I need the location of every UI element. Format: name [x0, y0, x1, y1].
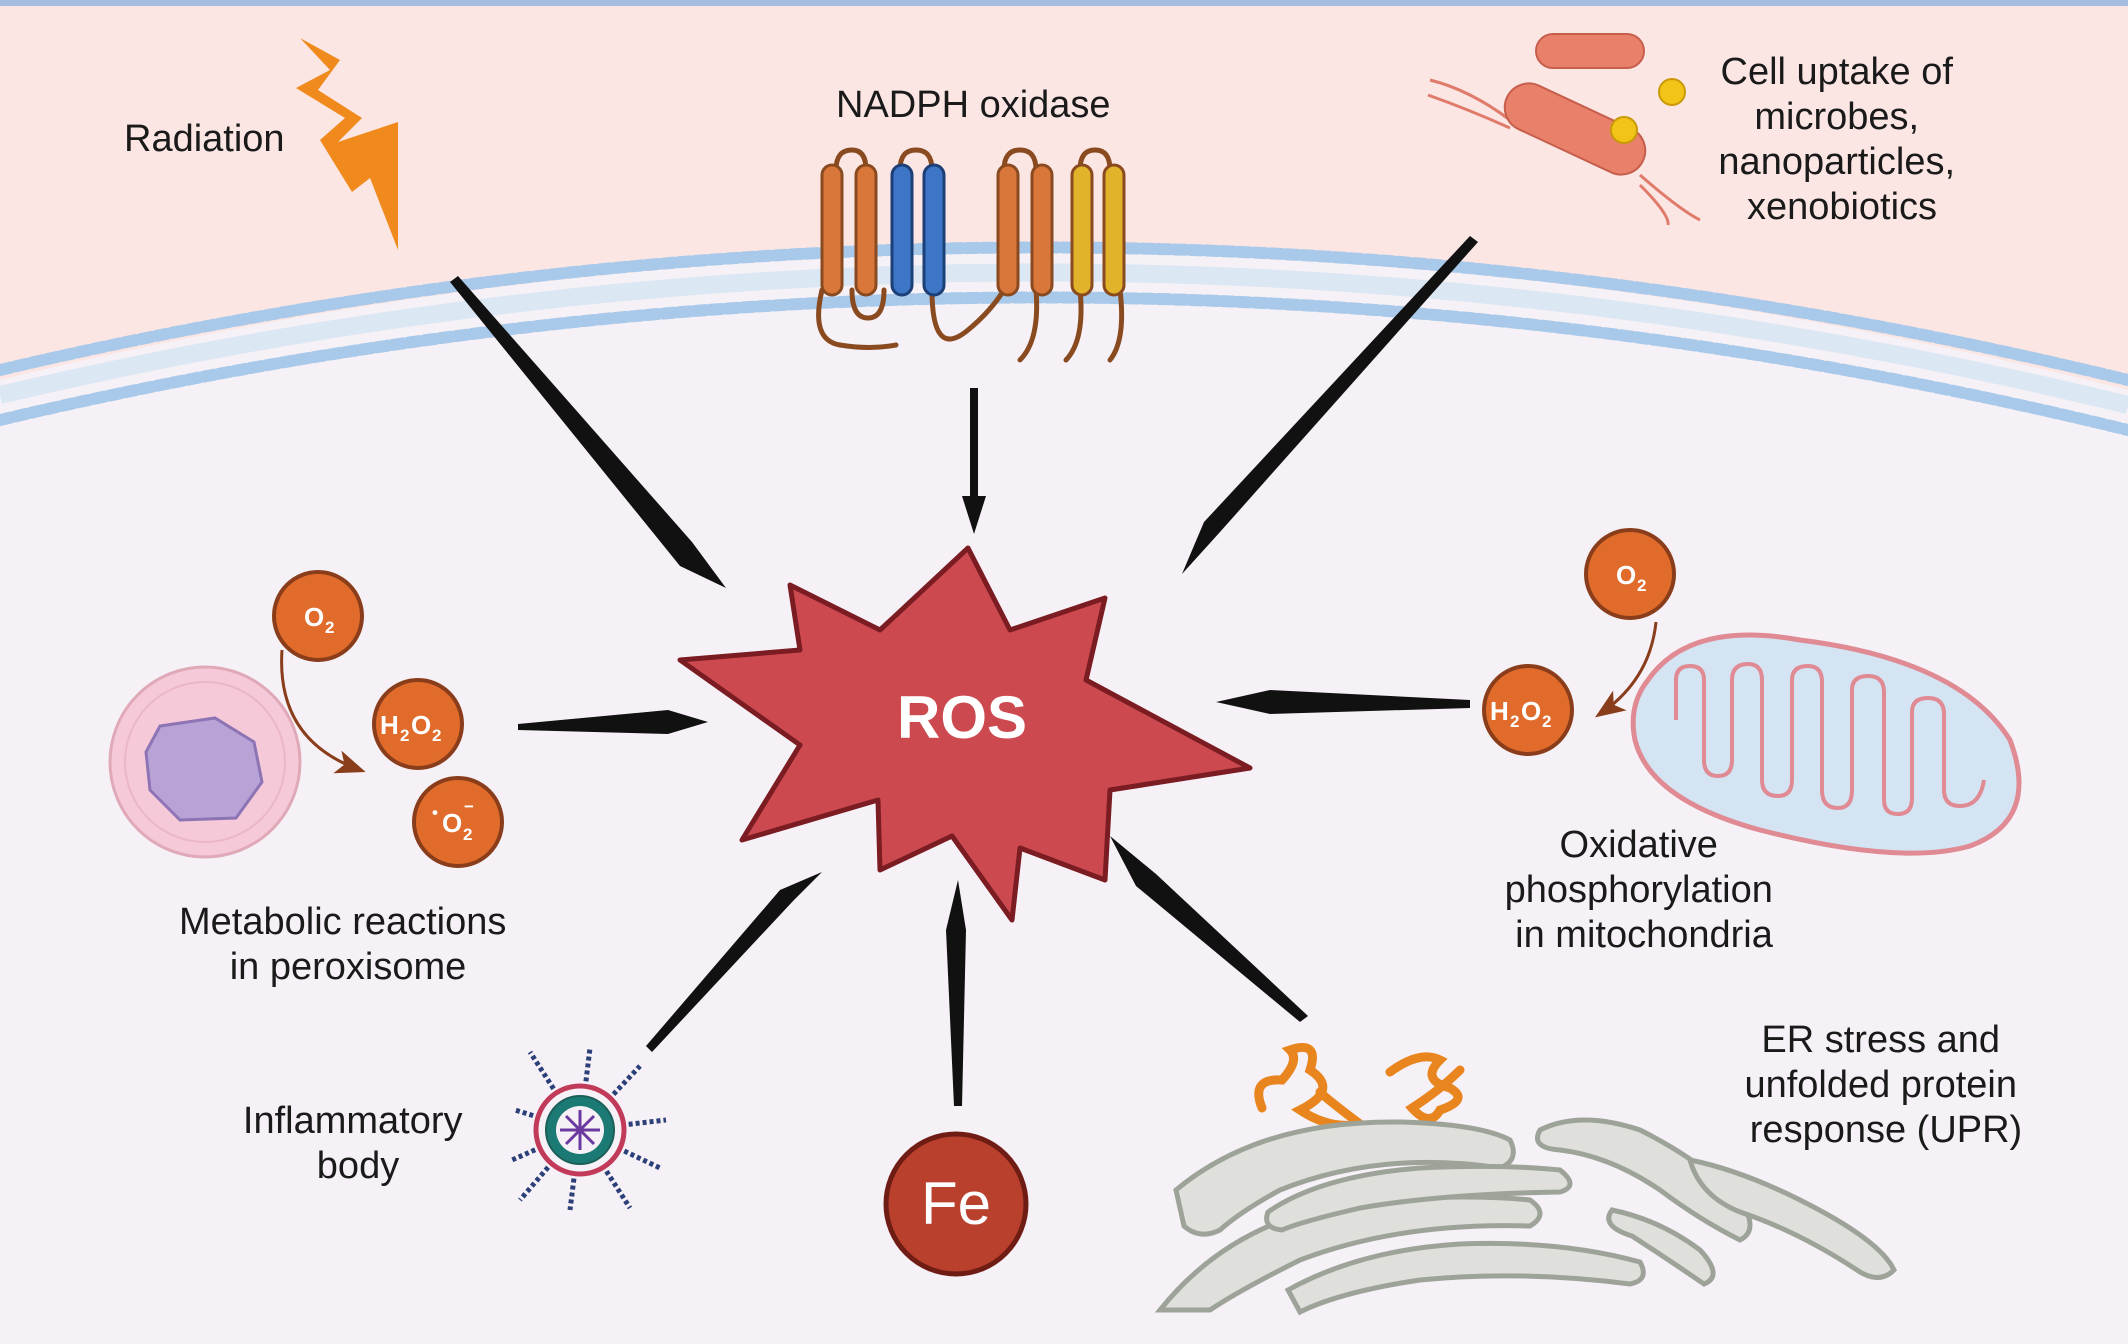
mitochondrion-icon — [1630, 632, 2022, 856]
flagellated-bacterium-icon — [1427, 78, 1701, 226]
svg-text:2: 2 — [325, 618, 334, 637]
arrow-radiation-to-ros — [450, 276, 726, 588]
iron-label: Fe — [921, 1170, 991, 1237]
svg-text:2: 2 — [1542, 712, 1551, 731]
svg-text:H: H — [380, 710, 399, 740]
svg-text:−: − — [464, 797, 474, 816]
svg-text:•: • — [432, 803, 438, 822]
arrow-mitochondria-to-ros — [1216, 690, 1470, 714]
cell-uptake-source: Cell uptake of microbes, nanoparticles, … — [1427, 33, 1965, 228]
bacterium-icon — [1535, 33, 1645, 69]
iron-icon — [883, 1131, 1029, 1277]
unfolded-protein-icon — [1254, 1043, 1465, 1130]
inflammatory-source: Inflammatory body — [243, 1047, 667, 1211]
endoplasmic-reticulum-icon — [1154, 1117, 1898, 1316]
extracellular-space — [0, 6, 2128, 390]
arrows — [450, 236, 1478, 1106]
arrow-iron-to-ros — [946, 880, 966, 1106]
ros-burst: ROS — [677, 545, 1253, 923]
radiation-label: Radiation — [124, 118, 285, 160]
svg-text:O: O — [1521, 696, 1541, 726]
arrow-er-to-ros — [1110, 836, 1308, 1022]
superoxide-molecule: • O 2 − — [412, 776, 504, 868]
svg-text:O: O — [411, 710, 431, 740]
radiation-source: Radiation — [124, 38, 398, 250]
arrow-uptake-to-ros — [1182, 236, 1478, 574]
ros-star-icon — [677, 545, 1253, 923]
o2-molecule: O 2 — [1584, 528, 1676, 620]
nanoparticle-icon — [1610, 116, 1638, 144]
svg-text:2: 2 — [400, 726, 409, 745]
mitochondria-label: Oxidative phosphorylation in mitochondri… — [1505, 824, 1784, 956]
transmembrane-protein-icon — [816, 147, 1126, 363]
cell-membrane — [0, 241, 2128, 436]
svg-text:O: O — [1616, 560, 1636, 590]
svg-text:2: 2 — [432, 726, 441, 745]
arrow-inflammatory-to-ros — [646, 872, 822, 1052]
svg-text:2: 2 — [463, 825, 472, 844]
nanoparticle-icon — [1658, 78, 1686, 106]
h2o2-molecule: H 2 O 2 — [1482, 664, 1574, 756]
svg-text:O: O — [304, 602, 324, 632]
o2-molecule: O 2 — [272, 570, 364, 662]
arrow-peroxisome-to-ros — [518, 710, 708, 734]
inflammatory-label: Inflammatory body — [243, 1100, 473, 1187]
svg-text:2: 2 — [1637, 576, 1646, 595]
arrow-nadph-to-ros — [962, 388, 986, 534]
svg-text:O: O — [442, 808, 462, 838]
ros-label: ROS — [897, 684, 1027, 751]
top-border — [0, 0, 2128, 6]
peroxisome-source: O 2 H 2 O 2 • O 2 − Metabolic reactions … — [108, 570, 517, 988]
svg-text:2: 2 — [1510, 712, 1519, 731]
nadph-label: NADPH oxidase — [836, 84, 1111, 126]
er-label: ER stress and unfolded protein response … — [1744, 1019, 2027, 1151]
svg-text:H: H — [1490, 696, 1509, 726]
peroxisome-core-icon — [144, 716, 264, 822]
peroxisome-label: Metabolic reactions in peroxisome — [179, 901, 517, 988]
mitochondria-source: O 2 H 2 O 2 Oxidative phosphorylation in… — [1482, 528, 2022, 956]
uptake-label: Cell uptake of microbes, nanoparticles, … — [1718, 51, 1965, 228]
nadph-oxidase: NADPH oxidase — [816, 84, 1126, 363]
er-source: ER stress and unfolded protein response … — [1154, 1019, 2027, 1316]
h2o2-molecule: H 2 O 2 — [372, 678, 464, 770]
lightning-icon — [296, 38, 398, 250]
iron-source: Fe — [883, 1131, 1029, 1277]
